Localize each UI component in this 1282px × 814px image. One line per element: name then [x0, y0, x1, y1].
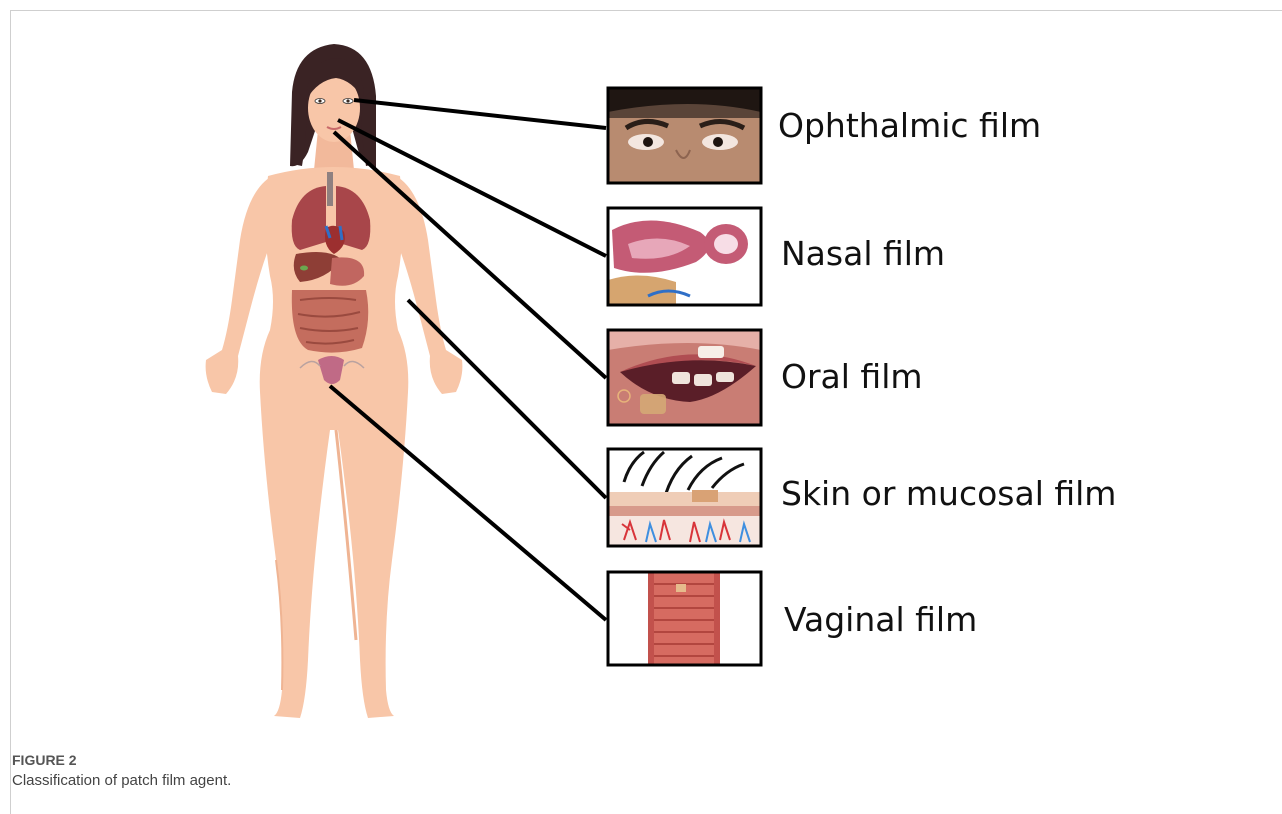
label-skin-or-mucosal-film: Skin or mucosal film — [781, 474, 1116, 513]
female-body-figure — [206, 44, 463, 718]
panel-eyes-image — [608, 88, 761, 183]
label-nasal-film: Nasal film — [781, 234, 945, 273]
connector-eye — [354, 100, 606, 128]
panel-oral-image — [608, 330, 761, 425]
panel-nasal-image — [608, 208, 761, 305]
label-vaginal-film: Vaginal film — [784, 600, 977, 639]
figure-caption: Classification of patch film agent. — [12, 772, 231, 789]
panel-vaginal-image — [608, 572, 761, 665]
label-ophthalmic-film: Ophthalmic film — [778, 106, 1041, 145]
panel-skin-image — [608, 449, 761, 546]
figure-number: FIGURE 2 — [12, 752, 77, 768]
label-oral-film: Oral film — [781, 357, 923, 396]
connector-skin — [408, 300, 606, 498]
